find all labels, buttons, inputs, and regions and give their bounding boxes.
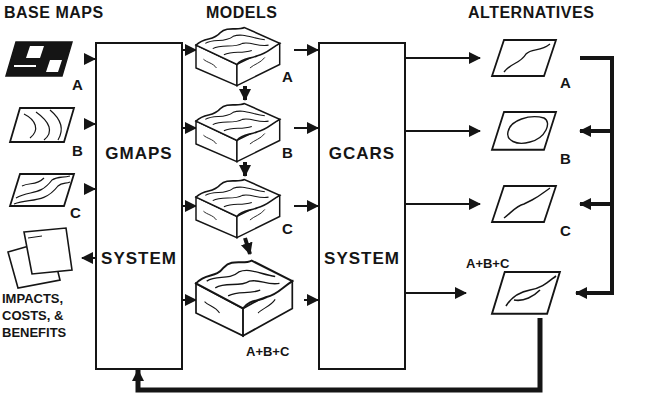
map-item: A: [4, 40, 86, 94]
map-item: A: [196, 24, 294, 86]
terrain-model-abc: [196, 261, 292, 336]
item-label: A+B+C: [466, 256, 509, 271]
route-line: [504, 44, 550, 72]
terrain-model-b: [196, 104, 280, 162]
route-line: [506, 276, 556, 306]
item-label: B: [560, 150, 571, 167]
item-label: C: [70, 204, 81, 221]
map-item: A+B+C: [196, 254, 304, 362]
system-name: GMAPS SYSTEM: [101, 101, 177, 311]
base-map-b: [10, 108, 74, 142]
item-label: A: [72, 76, 83, 93]
flow-arrow: [82, 257, 95, 259]
flow-arrow: [406, 130, 480, 132]
flow-arrow: [580, 131, 612, 204]
flow-arrow: [576, 204, 612, 293]
item-label: B: [72, 142, 83, 159]
flow-arrow: [294, 127, 318, 129]
flow-arrow: [183, 49, 196, 51]
alternative-sheet-c: [492, 186, 556, 222]
paper-stack: [8, 228, 72, 288]
flow-arrow: [406, 57, 480, 59]
map-item: C: [480, 186, 580, 240]
map-item: C: [8, 172, 86, 222]
flow-arrow: [243, 162, 247, 176]
terrain-model-a: [196, 28, 280, 86]
base-map-c: [10, 174, 74, 206]
column-heading: BASE MAPS: [4, 4, 104, 22]
system-box: GCARS SYSTEM: [318, 42, 406, 370]
flow-arrow: [580, 58, 612, 131]
flow-arrow: [294, 205, 318, 207]
flow-arrow: [138, 318, 540, 390]
base-map-a: [6, 42, 72, 76]
flow-arrow: [304, 299, 318, 301]
item-label: A: [282, 68, 293, 85]
terrain-model-c: [196, 180, 280, 238]
map-item: C: [196, 176, 294, 238]
flow-arrow: [86, 123, 95, 125]
map-item: A: [480, 40, 580, 94]
item-label: IMPACTS, COSTS, & BENEFITS: [2, 290, 82, 341]
map-item: IMPACTS, COSTS, & BENEFITS: [2, 226, 82, 348]
system-box: GMAPS SYSTEM: [95, 42, 183, 370]
flow-arrow: [86, 58, 95, 60]
map-item: B: [8, 106, 86, 160]
flow-arrow: [406, 203, 480, 205]
flow-arrow: [183, 127, 196, 129]
flow-arrow: [294, 49, 318, 51]
flow-arrow: [245, 238, 250, 254]
item-label: A: [560, 74, 571, 91]
item-label: C: [282, 220, 293, 237]
item-label: A+B+C: [246, 344, 289, 359]
item-label: C: [560, 222, 571, 239]
map-item: B: [480, 112, 580, 168]
alternative-sheet-abc: [492, 272, 560, 314]
map-item: B: [196, 100, 294, 162]
alternative-sheet-b: [492, 112, 556, 150]
system-name: GCARS SYSTEM: [324, 101, 400, 311]
route-line: [504, 188, 550, 218]
alternative-sheet-a: [492, 40, 556, 76]
column-heading: ALTERNATIVES: [468, 4, 594, 22]
flow-arrow: [243, 86, 247, 100]
route-line: [508, 117, 548, 144]
flow-arrow: [183, 205, 196, 207]
flow-arrow: [86, 188, 95, 190]
map-item: A+B+C: [466, 256, 576, 318]
column-heading: MODELS: [206, 4, 277, 22]
flow-arrow: [183, 299, 196, 301]
flow-arrow: [406, 292, 466, 294]
item-label: B: [282, 144, 293, 161]
